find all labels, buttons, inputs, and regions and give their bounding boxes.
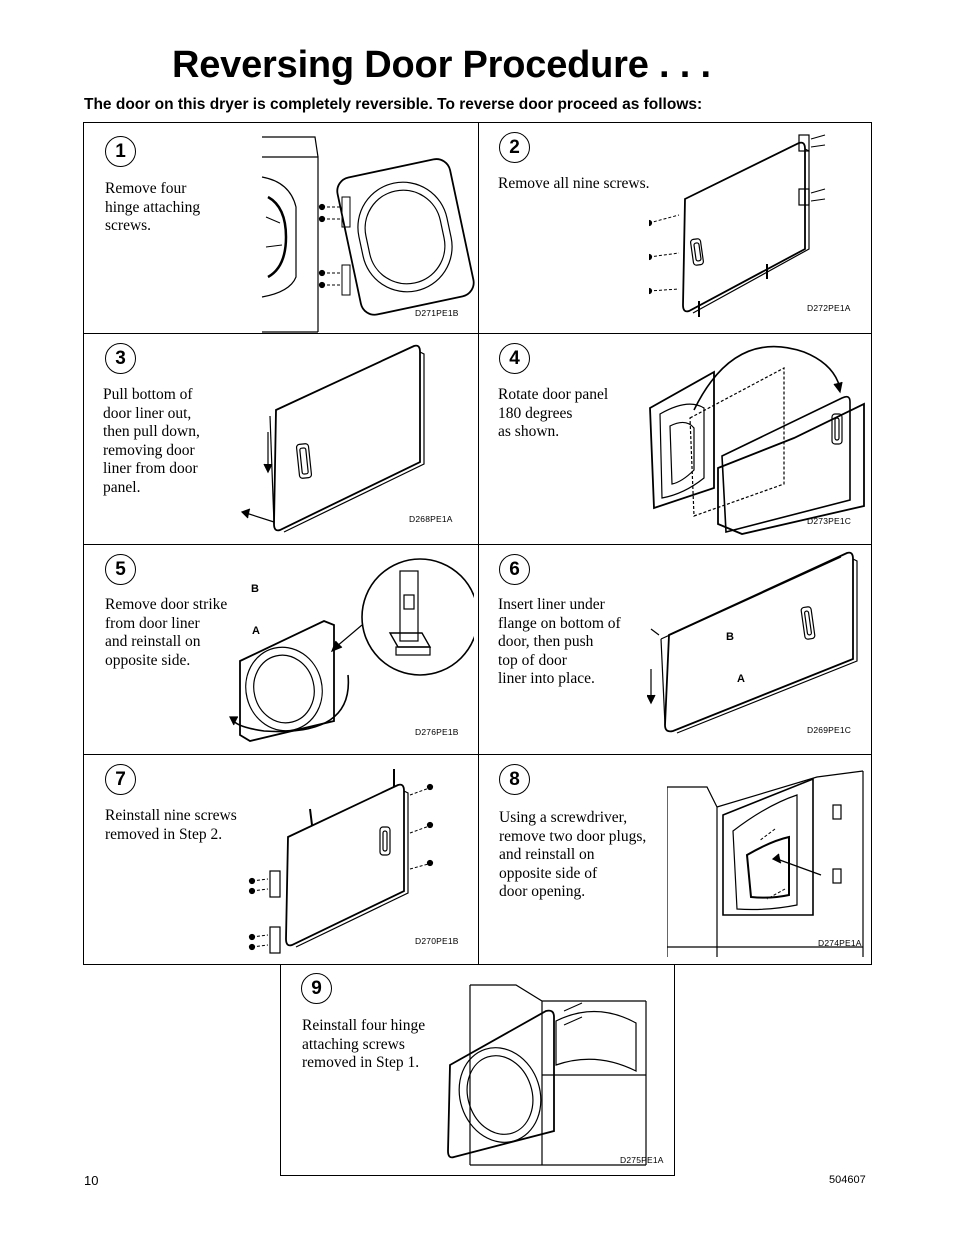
step-number-badge: 9 bbox=[301, 973, 332, 1004]
step-number-badge: 1 bbox=[105, 136, 136, 167]
step-instruction: Rotate door panel 180 degrees as shown. bbox=[498, 386, 608, 442]
callout-label: B bbox=[726, 631, 734, 643]
step-illustration bbox=[647, 549, 869, 749]
drawing-code: D270PE1B bbox=[415, 936, 459, 946]
step-illustration bbox=[667, 765, 867, 961]
step-instruction: Remove four hinge attaching screws. bbox=[105, 180, 200, 236]
step-number-badge: 5 bbox=[105, 554, 136, 585]
instruction-line: Pull bottom of bbox=[103, 386, 193, 403]
step-number-badge: 6 bbox=[499, 554, 530, 585]
instruction-line: Remove all nine screws. bbox=[498, 175, 650, 192]
instruction-line: removed in Step 1. bbox=[302, 1054, 420, 1072]
step-instruction: Reinstall nine screws removed in Step 2. bbox=[105, 807, 237, 844]
step-illustration bbox=[224, 551, 474, 751]
document-number: 504607 bbox=[829, 1174, 866, 1186]
page-title: Reversing Door Procedure . . . bbox=[172, 44, 711, 86]
drawing-code: D271PE1B bbox=[415, 308, 459, 318]
grid-divider-row-3 bbox=[84, 754, 871, 755]
instruction-line: door, then push bbox=[498, 633, 594, 651]
instruction-line: opposite side of bbox=[499, 864, 598, 882]
instruction-line: flange on bottom of bbox=[498, 614, 621, 632]
step-2: 2 Remove all nine screws. D272PE1A bbox=[479, 123, 871, 333]
callout-label: A bbox=[737, 673, 745, 685]
drawing-code: D273PE1C bbox=[807, 516, 852, 526]
step-illustration bbox=[260, 127, 475, 335]
instruction-line: top of door bbox=[498, 651, 567, 669]
page-number: 10 bbox=[84, 1173, 99, 1188]
step-number-badge: 7 bbox=[105, 764, 136, 795]
instruction-line: Reinstall four hinge bbox=[302, 1017, 426, 1034]
callout-label: A bbox=[252, 625, 260, 637]
step-instruction: Remove door strike from door liner and r… bbox=[105, 596, 227, 670]
instruction-line: 180 degrees bbox=[498, 404, 573, 422]
instruction-line: Reinstall nine screws bbox=[105, 807, 237, 824]
step-9: 9 Reinstall four hinge attaching screws … bbox=[280, 964, 675, 1176]
step-6: 6 Insert liner under flange on bottom of… bbox=[479, 545, 871, 754]
drawing-code: D275PE1A bbox=[620, 1155, 664, 1165]
instruction-line: and reinstall on bbox=[105, 633, 201, 651]
grid-divider-row-2 bbox=[84, 544, 871, 545]
step-instruction: Pull bottom of door liner out, then pull… bbox=[103, 386, 200, 498]
instruction-line: Remove four bbox=[105, 180, 187, 197]
instruction-line: door liner out, bbox=[103, 404, 192, 422]
drawing-code: D276PE1B bbox=[415, 727, 459, 737]
step-illustration bbox=[446, 981, 661, 1171]
instruction-line: liner from door bbox=[103, 460, 198, 478]
instruction-line: Insert liner under bbox=[498, 596, 605, 613]
step-number-badge: 3 bbox=[105, 343, 136, 374]
step-instruction: Insert liner under flange on bottom of d… bbox=[498, 596, 621, 689]
steps-grid: 1 Remove four hinge attaching screws. D2… bbox=[83, 122, 872, 965]
step-illustration bbox=[649, 129, 864, 329]
step-5: 5 Remove door strike from door liner and… bbox=[84, 545, 478, 754]
step-instruction: Using a screwdriver, remove two door plu… bbox=[499, 809, 646, 902]
step-7: 7 Reinstall nine screws removed in Step … bbox=[84, 755, 478, 965]
instruction-line: as shown. bbox=[498, 423, 560, 441]
step-4: 4 Rotate door panel 180 degrees as shown… bbox=[479, 334, 871, 544]
instruction-line: hinge attaching bbox=[105, 198, 201, 216]
instruction-line: screws. bbox=[105, 217, 152, 235]
step-number-badge: 4 bbox=[499, 343, 530, 374]
step-illustration bbox=[234, 340, 434, 540]
instruction-line: Using a screwdriver, bbox=[499, 809, 628, 826]
instruction-line: door opening. bbox=[499, 883, 586, 901]
step-instruction: Reinstall four hinge attaching screws re… bbox=[302, 1017, 425, 1073]
drawing-code: D268PE1A bbox=[409, 514, 453, 524]
drawing-code: D274PE1A bbox=[818, 938, 862, 948]
instruction-line: panel. bbox=[103, 478, 141, 496]
step-number-badge: 8 bbox=[499, 764, 530, 795]
step-illustration bbox=[244, 765, 434, 961]
instruction-line: Rotate door panel bbox=[498, 386, 609, 403]
step-1: 1 Remove four hinge attaching screws. D2… bbox=[84, 123, 478, 333]
instruction-line: opposite side. bbox=[105, 651, 191, 669]
drawing-code: D272PE1A bbox=[807, 303, 851, 313]
instruction-line: and reinstall on bbox=[499, 846, 595, 864]
instruction-line: Remove door strike bbox=[105, 596, 228, 613]
step-8: 8 Using a screwdriver, remove two door p… bbox=[479, 755, 871, 965]
instruction-line: attaching screws bbox=[302, 1035, 405, 1053]
page-subtitle: The door on this dryer is completely rev… bbox=[84, 96, 703, 113]
step-number-badge: 2 bbox=[499, 132, 530, 163]
grid-divider-row-1 bbox=[84, 333, 871, 334]
drawing-code: D269PE1C bbox=[807, 725, 852, 735]
step-3: 3 Pull bottom of door liner out, then pu… bbox=[84, 334, 478, 637]
instruction-line: then pull down, bbox=[103, 423, 200, 441]
instruction-line: remove two door plugs, bbox=[499, 827, 647, 845]
callout-label: B bbox=[251, 583, 259, 595]
step-instruction: Remove all nine screws. bbox=[498, 175, 650, 194]
instruction-line: from door liner bbox=[105, 614, 200, 632]
instruction-line: liner into place. bbox=[498, 670, 595, 688]
instruction-line: removing door bbox=[103, 441, 195, 459]
step-illustration bbox=[644, 338, 869, 543]
instruction-line: removed in Step 2. bbox=[105, 825, 223, 843]
